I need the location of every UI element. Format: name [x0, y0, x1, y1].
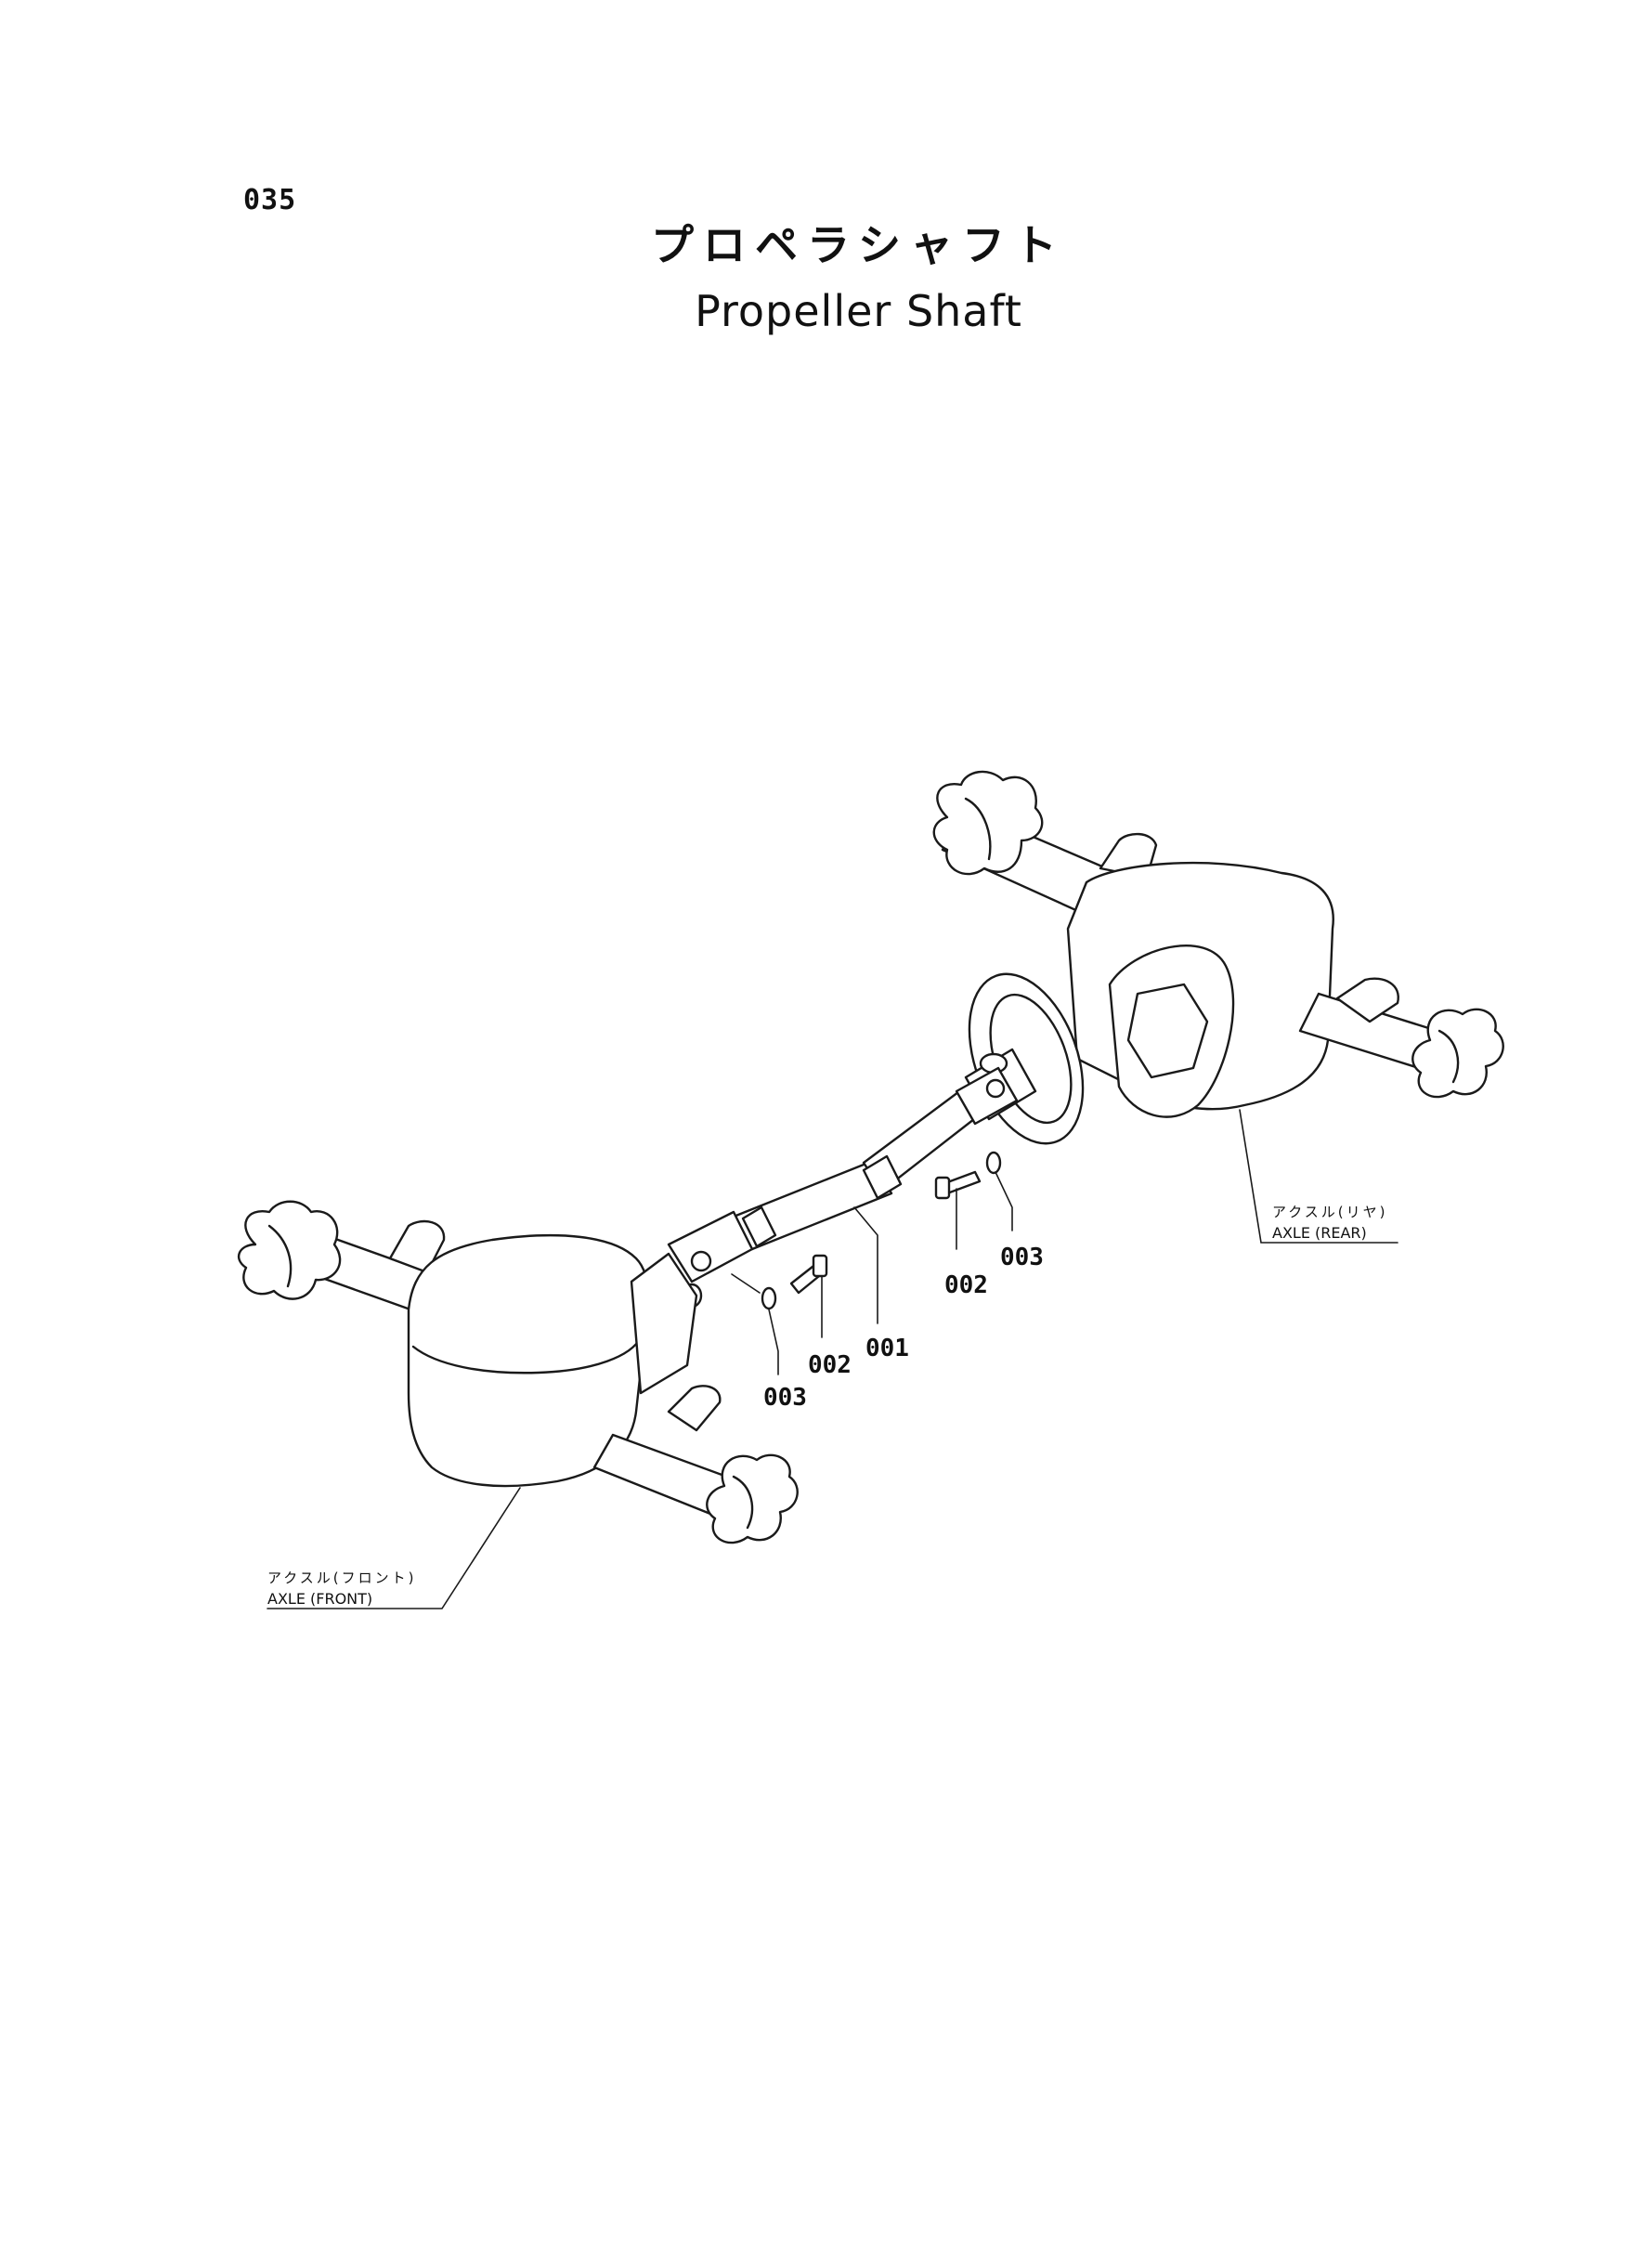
title-block: プロペラシャフト Propeller Shaft — [0, 212, 1652, 336]
axle-rear-english: AXLE (REAR) — [1272, 1224, 1367, 1242]
callout-002-front: 002 — [808, 1351, 852, 1379]
axle-front-leader — [267, 1487, 521, 1609]
callout-003-front: 003 — [763, 1384, 807, 1412]
callout-001: 001 — [865, 1335, 909, 1362]
front-axle — [237, 1200, 799, 1544]
propeller-shaft — [667, 1066, 1019, 1324]
fasteners-front — [731, 1254, 828, 1375]
page-number: 035 — [243, 184, 297, 216]
rear-axle — [932, 770, 1504, 1145]
fasteners-rear — [934, 1151, 1013, 1250]
callout-003-rear: 003 — [1000, 1244, 1044, 1271]
axle-rear-japanese: アクスル(リヤ) — [1272, 1204, 1388, 1220]
title-english: Propeller Shaft — [695, 286, 1022, 336]
callout-002-rear: 002 — [944, 1271, 988, 1299]
axle-front-english: AXLE (FRONT) — [267, 1590, 372, 1608]
axle-rear-leader — [1239, 1109, 1398, 1244]
axle-front-japanese: アクスル(フロント) — [267, 1570, 417, 1586]
title-japanese: プロペラシャフト — [650, 220, 1067, 270]
